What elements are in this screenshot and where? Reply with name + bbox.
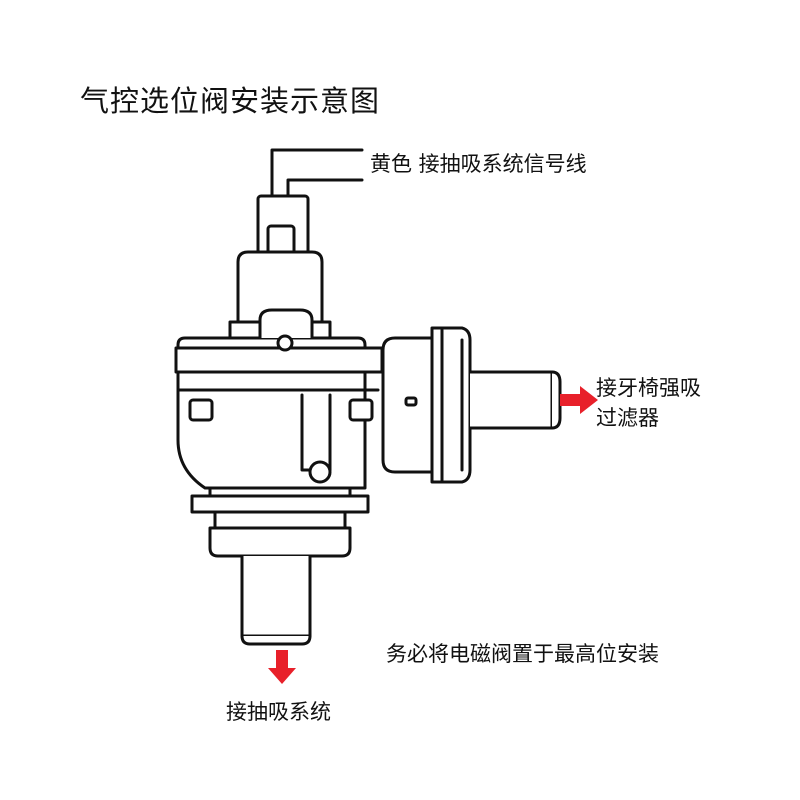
filter-label-line2: 过滤器 (596, 406, 659, 430)
filter-outlet (381, 326, 562, 484)
filter-label-line1: 接牙椅强吸 (596, 376, 701, 400)
filter-arrow-icon (560, 386, 598, 414)
mounting-note: 务必将电磁阀置于最高位安装 (386, 642, 659, 666)
signal-line-label: 黄色 接抽吸系统信号线 (370, 152, 587, 176)
suction-arrow-icon (268, 650, 296, 684)
suction-outlet (190, 486, 370, 646)
suction-system-label: 接抽吸系统 (226, 700, 331, 724)
page-title: 气控选位阀安装示意图 (80, 84, 381, 118)
valve-body (174, 308, 384, 490)
